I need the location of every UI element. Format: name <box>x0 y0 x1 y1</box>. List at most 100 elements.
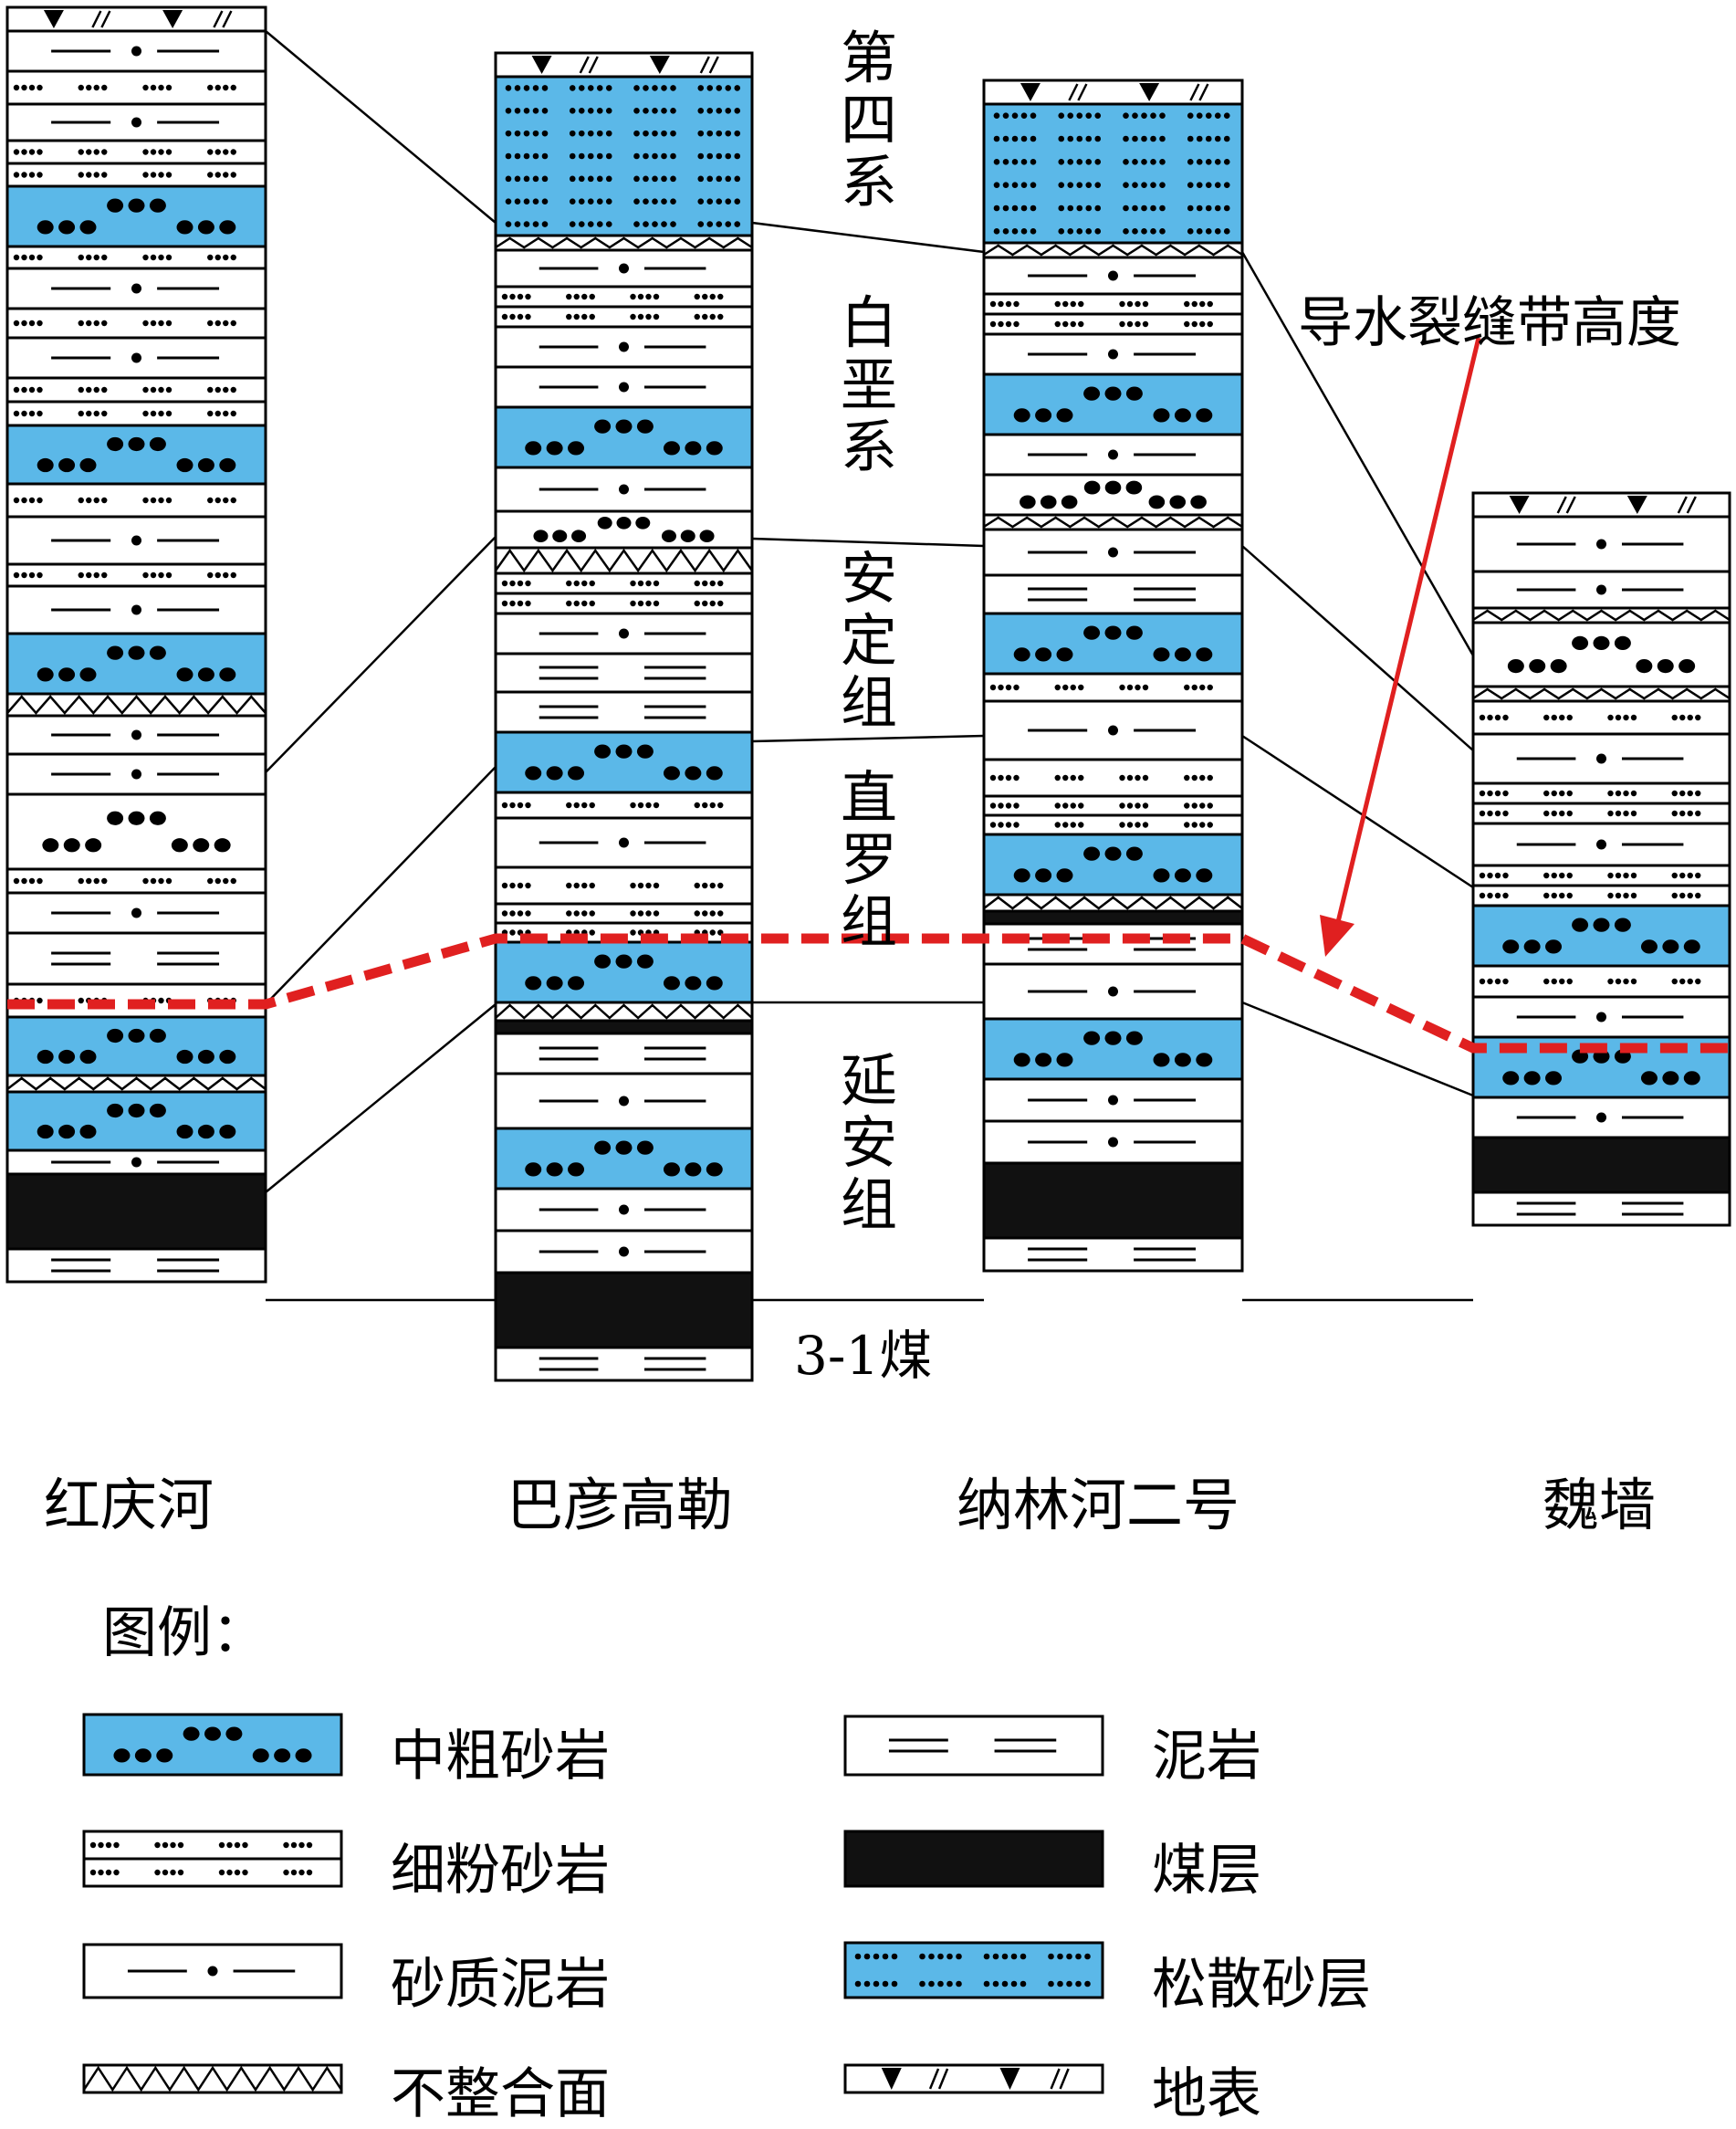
correlation-line <box>1241 545 1474 751</box>
legend-swatch-coal-layer <box>843 1830 1104 1888</box>
layer-unconformity <box>982 513 1244 531</box>
legend-swatch-fine-silt-sandstone <box>82 1830 343 1888</box>
layer-sandy-mudstone <box>5 102 267 142</box>
layer-sandy-mudstone <box>494 612 754 655</box>
layer-sandy-mudstone <box>5 752 267 796</box>
fracture-zone-line <box>7 337 1730 1054</box>
layer-sandy-mudstone <box>982 433 1244 477</box>
layer-fine-silt-sandstone <box>5 139 267 188</box>
fracture-height-dashed-line <box>7 933 1730 1054</box>
legend-label-fine-silt-sandstone: 细粉砂岩 <box>391 1839 610 1903</box>
layer-mudstone <box>982 1236 1244 1273</box>
column-name-bayangaole: 巴彦高勒 <box>507 1472 734 1538</box>
legend-label-mudstone: 泥岩 <box>1152 1725 1261 1788</box>
layer-fine-silt-sandstone <box>5 69 267 106</box>
layer-sandy-mudstone <box>494 1072 754 1130</box>
layer-sandy-mudstone <box>494 325 754 369</box>
layer-sandstone-lens <box>1471 621 1731 688</box>
legend-swatch-unconformity <box>82 2063 343 2094</box>
layer-unconformity <box>1471 606 1731 624</box>
layer-sandy-mudstone <box>1471 515 1731 573</box>
column-bayangaole <box>494 51 754 1382</box>
legend-swatch-coarse-sandstone <box>82 1713 343 1777</box>
layer-sandy-mudstone <box>982 962 1244 1021</box>
layer-surface <box>5 5 267 33</box>
layer-coarse-sandstone <box>1471 904 1731 968</box>
layer-mudstone <box>494 1346 754 1382</box>
layer-sandy-mudstone <box>1471 1096 1731 1139</box>
layer-fine-silt-sandstone <box>494 865 754 906</box>
layer-sandy-mudstone <box>982 332 1244 376</box>
layer-fine-silt-sandstone <box>1471 964 1731 999</box>
layer-unconformity <box>494 1001 754 1023</box>
column-name-weiqiang: 魏墙 <box>1543 1472 1657 1538</box>
layer-coarse-sandstone <box>494 1127 754 1190</box>
layer-sandy-mudstone <box>494 1187 754 1232</box>
layer-sandy-mudstone <box>494 365 754 409</box>
column-name-nalinhe2: 纳林河二号 <box>957 1472 1240 1538</box>
layer-sandy-mudstone <box>494 466 754 513</box>
layer-mudstone <box>494 1032 754 1075</box>
layer-fine-silt-sandstone <box>982 794 1244 836</box>
column-hongqinghe <box>5 5 267 1284</box>
legend-label-coal-layer: 煤层 <box>1152 1839 1261 1903</box>
annotation-arrow-shaft <box>1335 337 1481 923</box>
layer-coal-seam <box>494 1271 754 1349</box>
layer-mudstone <box>5 1247 267 1284</box>
layer-coal-seam <box>1471 1136 1731 1194</box>
layer-coal-seam <box>982 1161 1244 1240</box>
legend-title: 图例： <box>102 1601 267 1665</box>
layer-fine-silt-sandstone <box>1471 699 1731 736</box>
layer-sandy-mudstone <box>982 699 1244 761</box>
legend-label-coarse-sandstone: 中粗砂岩 <box>391 1725 610 1788</box>
label-anding: 安定组 <box>840 545 897 736</box>
layer-coarse-sandstone <box>494 940 754 1004</box>
correlation-line <box>1241 1001 1474 1097</box>
layer-unconformity <box>5 1074 267 1094</box>
correlation-line <box>1240 251 1475 656</box>
layer-unconformity <box>5 692 267 718</box>
label-cretaceous: 白垩系 <box>840 289 897 480</box>
layer-sandy-mudstone <box>1471 732 1731 785</box>
legend-label-sandy-mudstone: 砂质泥岩 <box>391 1953 610 2017</box>
legend-symbols <box>82 1713 1104 2094</box>
layer-sandy-mudstone <box>5 515 267 566</box>
layer-sandstone-lens <box>5 792 267 871</box>
layer-loose-sand <box>982 102 1244 245</box>
legend-swatch-sandy-mudstone <box>82 1943 343 1999</box>
layer-coarse-sandstone <box>5 424 267 486</box>
layer-sandy-mudstone <box>5 1148 267 1176</box>
layer-mudstone <box>494 690 754 734</box>
layer-fine-silt-sandstone <box>1471 864 1731 907</box>
layer-sandy-mudstone <box>494 248 754 288</box>
label-yanan: 延安组 <box>840 1047 897 1238</box>
layer-coarse-sandstone <box>982 372 1244 436</box>
layer-fine-silt-sandstone <box>982 758 1244 798</box>
layer-fine-silt-sandstone <box>5 482 267 519</box>
layer-coarse-sandstone <box>5 1090 267 1152</box>
layer-sandy-mudstone <box>1471 995 1731 1039</box>
correlation-line <box>265 766 497 1005</box>
layer-sandy-mudstone <box>982 1077 1244 1123</box>
layer-coarse-sandstone <box>5 1015 267 1077</box>
layer-sandy-mudstone <box>5 267 267 310</box>
correlation-line <box>1241 734 1474 889</box>
legend-label-unconformity: 不整合面 <box>391 2062 610 2126</box>
layer-sandy-mudstone <box>494 816 754 869</box>
layer-sandy-mudstone <box>982 256 1244 296</box>
legend-swatch-surface <box>843 2063 1104 2094</box>
layer-unconformity <box>494 546 754 575</box>
layer-coarse-sandstone <box>982 1017 1244 1081</box>
correlation-line <box>265 1003 497 1193</box>
label-quaternary: 第四系 <box>840 25 897 215</box>
layer-mudstone <box>1471 1190 1731 1227</box>
layer-coarse-sandstone <box>494 405 754 469</box>
layer-fine-silt-sandstone <box>494 285 754 329</box>
layer-fine-silt-sandstone <box>5 307 267 340</box>
layer-fine-silt-sandstone <box>5 867 267 895</box>
layer-sandy-mudstone <box>5 336 267 380</box>
layer-coal-seam <box>5 1172 267 1251</box>
label-coal-seam: 3-1煤 <box>794 1325 933 1387</box>
layer-fine-silt-sandstone <box>5 376 267 427</box>
